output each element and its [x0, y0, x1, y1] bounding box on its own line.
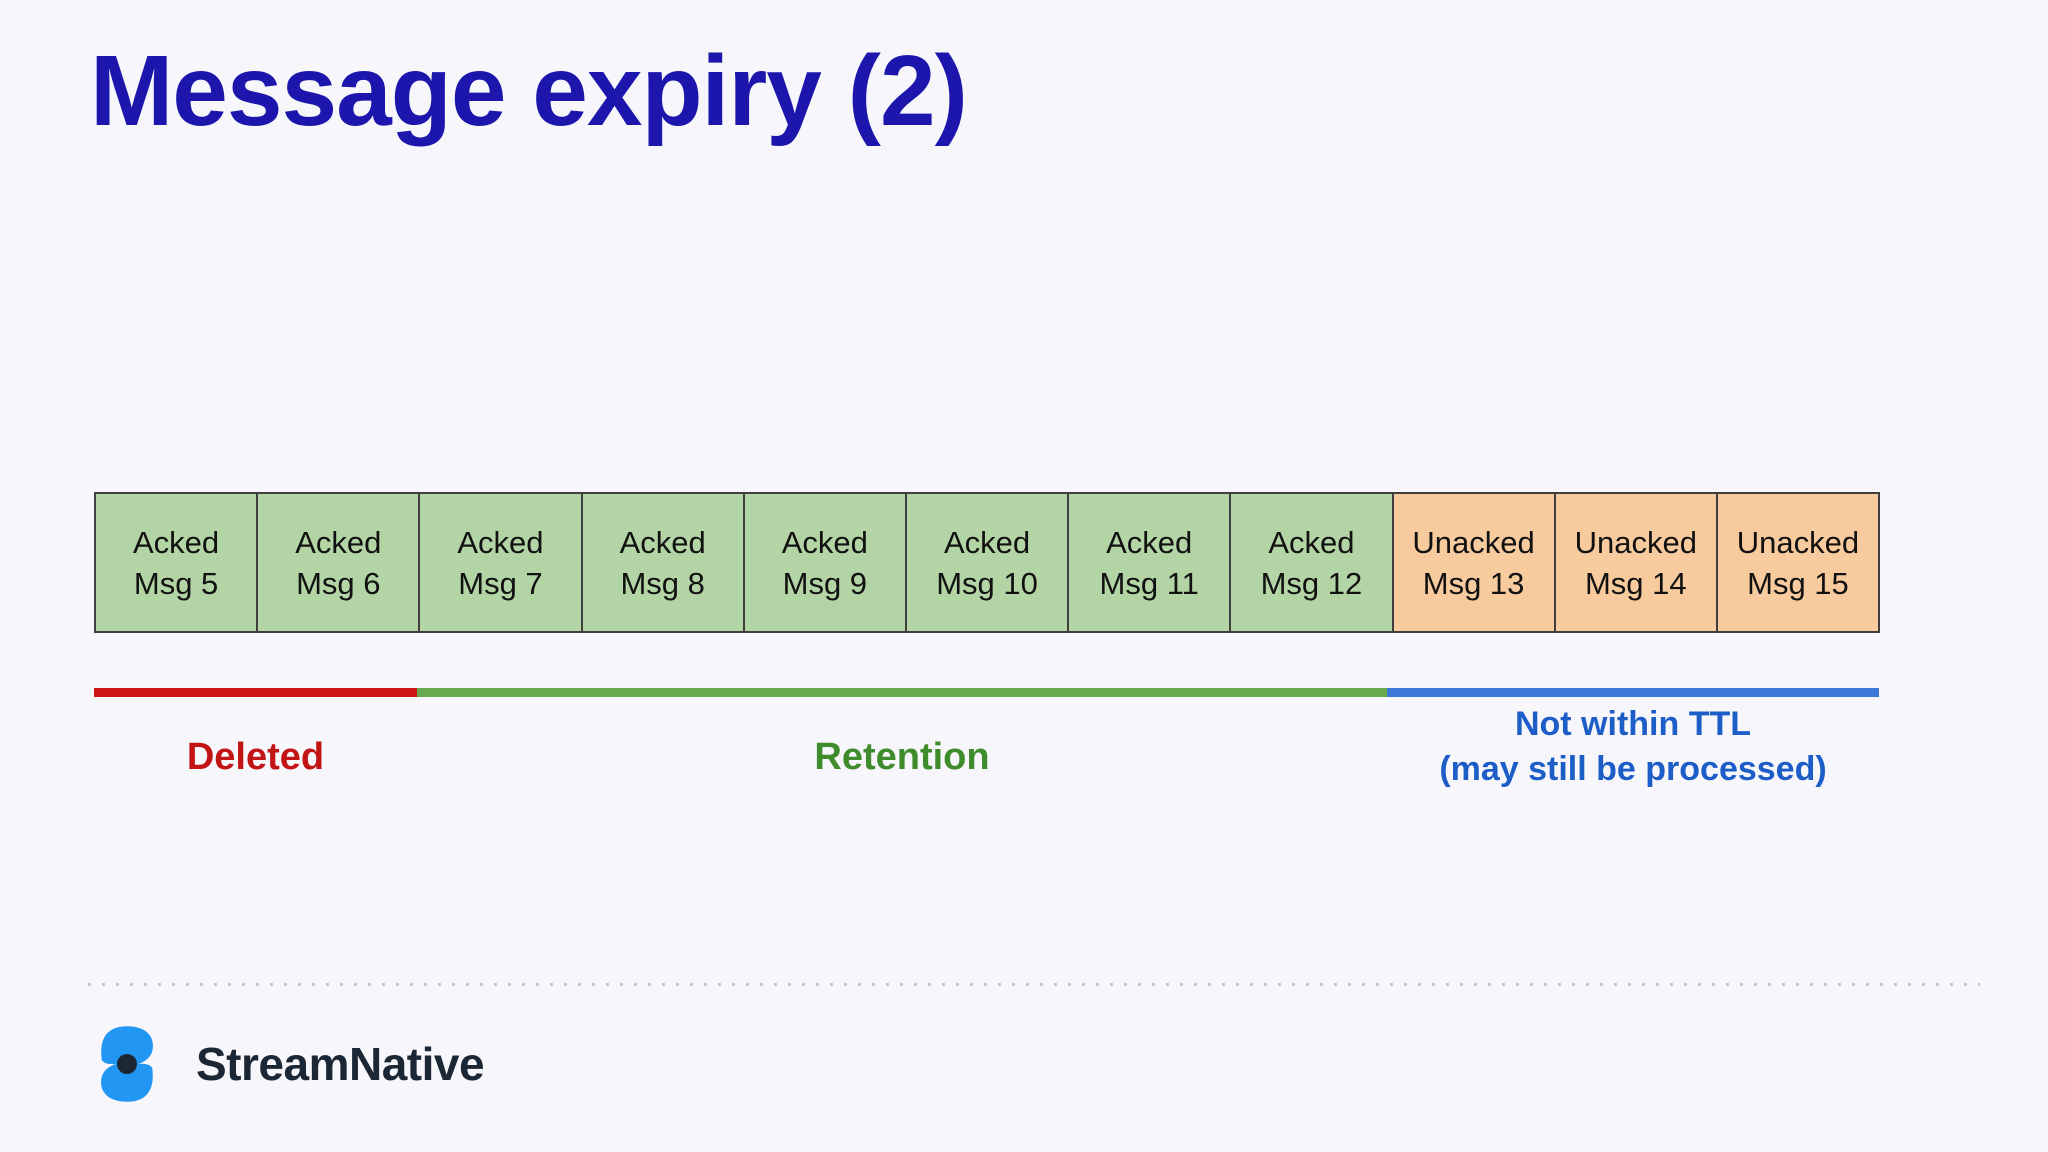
deleted-timeline-bar — [94, 688, 417, 697]
streamnative-logo-icon — [101, 1026, 153, 1102]
message-id-label: Msg 11 — [1099, 565, 1199, 601]
not-within-ttl-label-line1: Not within TTL — [1514, 705, 1752, 743]
not-within-ttl-label-line2: (may still be processed) — [1439, 750, 1827, 788]
not-within-ttl-label: Not within TTL (may still be processed) — [1337, 702, 1929, 792]
message-id-label: Msg 5 — [133, 565, 219, 601]
message-id-label: Msg 10 — [936, 565, 1038, 601]
page-title: Message expiry (2) — [90, 35, 968, 147]
message-id-label: Msg 6 — [296, 565, 381, 601]
message-state-label: Acked — [457, 524, 544, 560]
brand-name: StreamNative — [196, 1038, 485, 1090]
message-state-label: Unacked — [1412, 524, 1535, 560]
message-state-label: Acked — [1106, 524, 1193, 560]
message-state-label: Unacked — [1574, 524, 1697, 560]
message-id-label: Msg 7 — [458, 565, 543, 601]
message-state-label: Unacked — [1736, 524, 1860, 560]
message-id-label: Msg 9 — [782, 565, 868, 601]
message-state-label: Acked — [943, 524, 1031, 560]
message-state-label: Acked — [133, 524, 220, 560]
not-within-ttl-timeline-bar — [1387, 688, 1879, 697]
dotted-divider — [88, 983, 1980, 986]
retention-label: Retention — [814, 736, 990, 778]
message-state-label: Acked — [619, 524, 706, 560]
brand-footer: StreamNative — [90, 1018, 485, 1110]
message-id-label: Msg 12 — [1260, 565, 1363, 601]
message-id-label: Msg 8 — [620, 565, 705, 601]
message-id-label: Msg 15 — [1747, 565, 1849, 601]
message-state-label: Acked — [1268, 524, 1355, 560]
message-state-label: Acked — [781, 524, 868, 560]
message-id-label: Msg 13 — [1422, 565, 1525, 601]
retention-timeline-bar — [417, 688, 1387, 697]
message-id-label: Msg 14 — [1584, 565, 1687, 601]
message-state-label: Acked — [295, 524, 382, 560]
deleted-label: Deleted — [186, 736, 325, 778]
